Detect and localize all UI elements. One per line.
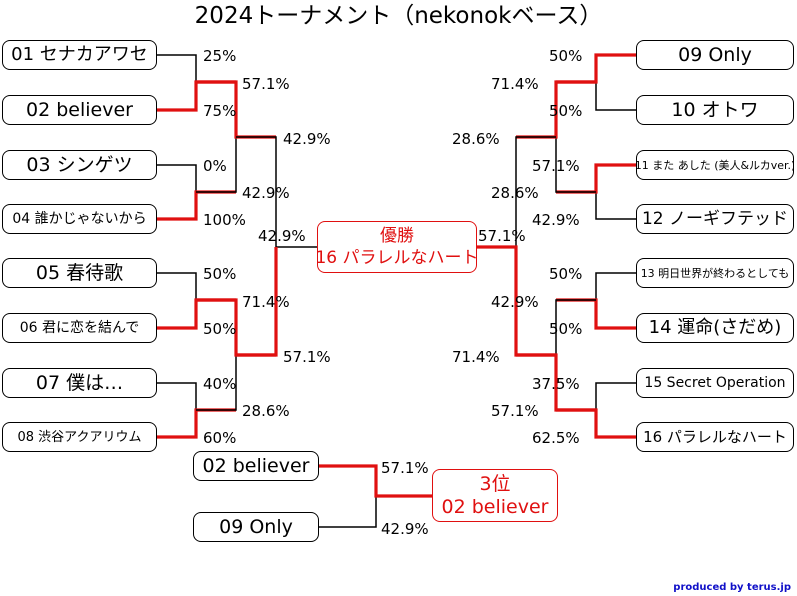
percent-label: 71.4% xyxy=(242,293,290,311)
percent-label: 60% xyxy=(203,429,237,447)
percent-label: 50% xyxy=(549,47,583,65)
page-title: 2024トーナメント（nekonokベース） xyxy=(194,3,603,29)
percent-label: 28.6% xyxy=(452,130,500,148)
entry-label: 06 君に恋を結んで xyxy=(19,320,140,336)
entry-label: 09 Only xyxy=(678,43,752,66)
percent-label: 28.6% xyxy=(491,184,539,202)
bracket-connector xyxy=(157,54,197,82)
entry-box-10: 10 オトワ xyxy=(636,95,794,125)
entry-label: 05 春待歌 xyxy=(35,261,124,284)
percent-label: 50% xyxy=(549,320,583,338)
percent-label: 42.9% xyxy=(491,293,539,311)
percent-label: 42.9% xyxy=(242,184,290,202)
champion-box: 優勝 16 パラレルなハート xyxy=(317,221,477,273)
entry-box-14: 14 運命(さだめ) xyxy=(636,313,794,343)
percent-label: 42.9% xyxy=(532,211,580,229)
entry-label: 08 渋谷アクアリウム xyxy=(17,429,142,445)
percent-label: 42.9% xyxy=(381,520,429,538)
bracket-connector xyxy=(236,136,317,248)
bracket-connector xyxy=(595,82,636,111)
winner-path xyxy=(236,247,278,357)
percent-label: 75% xyxy=(203,102,237,120)
percent-label: 57.1% xyxy=(283,348,331,366)
percent-label: 57.1% xyxy=(532,157,580,175)
bracket-connector xyxy=(595,382,636,410)
third-place-box: 3位 02 believer xyxy=(432,469,558,522)
entry-label: 07 僕は… xyxy=(35,371,124,394)
percent-label: 50% xyxy=(203,320,237,338)
bracket-connector xyxy=(555,299,596,355)
percent-label: 57.1% xyxy=(242,75,290,93)
entry-box-03: 03 シンゲツ xyxy=(2,150,157,180)
entry-box-02: 02 believer xyxy=(2,95,157,125)
entry-box-09: 09 Only xyxy=(636,40,794,70)
percent-label: 50% xyxy=(203,265,237,283)
champion-name: 16 パラレルなハート xyxy=(317,247,477,268)
entry-label: 09 Only xyxy=(219,515,293,538)
percent-label: 62.5% xyxy=(532,429,580,447)
entry-label: 03 シンゲツ xyxy=(26,153,133,176)
third-place-label: 3位 xyxy=(479,472,511,495)
bracket-connector xyxy=(555,137,596,193)
entry-label: 02 believer xyxy=(26,98,133,121)
bracket-connector xyxy=(157,164,197,192)
winner-path xyxy=(319,464,432,498)
entry-label: 04 誰かじゃないから xyxy=(12,211,147,227)
entry-label: 12 ノーギフテッド xyxy=(641,208,789,229)
entry-box-16: 16 パラレルなハート xyxy=(636,422,794,452)
bracket-connector xyxy=(157,272,197,300)
entry-box-12: 12 ノーギフテッド xyxy=(636,204,794,234)
percent-label: 0% xyxy=(203,157,227,175)
entry-box-08: 08 渋谷アクアリウム xyxy=(2,422,157,452)
winner-path xyxy=(477,245,556,357)
entry-label: 10 オトワ xyxy=(671,98,759,121)
bracket-connector xyxy=(157,382,197,410)
percent-label: 42.9% xyxy=(258,227,306,245)
percent-label: 57.1% xyxy=(381,459,429,477)
entry-label: 15 Secret Operation xyxy=(644,375,786,391)
entry-label: 11 また あした (美人&ルカver.) xyxy=(636,158,794,172)
percent-label: 25% xyxy=(203,47,237,65)
entry-box-05: 05 春待歌 xyxy=(2,258,157,288)
entry-box-11: 11 また あした (美人&ルカver.) xyxy=(636,150,794,180)
credit-text: produced by terus.jp xyxy=(673,582,791,593)
champion-label: 優勝 xyxy=(380,225,414,246)
entry-label: 13 明日世界が終わるとしても xyxy=(640,266,790,280)
bracket-connector xyxy=(595,272,636,300)
entry-box-13: 13 明日世界が終わるとしても xyxy=(636,258,794,288)
percent-label: 40% xyxy=(203,375,237,393)
bracket-connector xyxy=(595,192,636,220)
bracket-connector xyxy=(196,355,237,411)
entry-label: 16 パラレルなハート xyxy=(643,427,787,446)
percent-label: 37.5% xyxy=(532,375,580,393)
percent-label: 50% xyxy=(549,265,583,283)
entry-box-01: 01 セナカアワセ xyxy=(2,40,157,70)
third-place-entry-lower: 09 Only xyxy=(193,512,319,542)
percent-label: 42.9% xyxy=(283,130,331,148)
entry-label: 14 運命(さだめ) xyxy=(648,317,782,338)
entry-box-07: 07 僕は… xyxy=(2,368,157,398)
percent-label: 100% xyxy=(203,211,246,229)
entry-label: 02 believer xyxy=(202,454,310,477)
percent-label: 71.4% xyxy=(452,348,500,366)
entry-box-15: 15 Secret Operation xyxy=(636,368,794,398)
bracket-connector xyxy=(319,496,377,528)
third-place-name: 02 believer xyxy=(441,495,549,518)
percent-label: 57.1% xyxy=(478,227,526,245)
entry-box-06: 06 君に恋を結んで xyxy=(2,313,157,343)
percent-label: 57.1% xyxy=(491,402,539,420)
percent-label: 50% xyxy=(549,102,583,120)
bracket-connector xyxy=(515,136,556,247)
percent-label: 28.6% xyxy=(242,402,290,420)
entry-box-04: 04 誰かじゃないから xyxy=(2,204,157,234)
third-place-entry-upper: 02 believer xyxy=(193,451,319,481)
bracket-connector xyxy=(196,137,237,193)
percent-label: 71.4% xyxy=(491,75,539,93)
entry-label: 01 セナカアワセ xyxy=(11,44,148,65)
